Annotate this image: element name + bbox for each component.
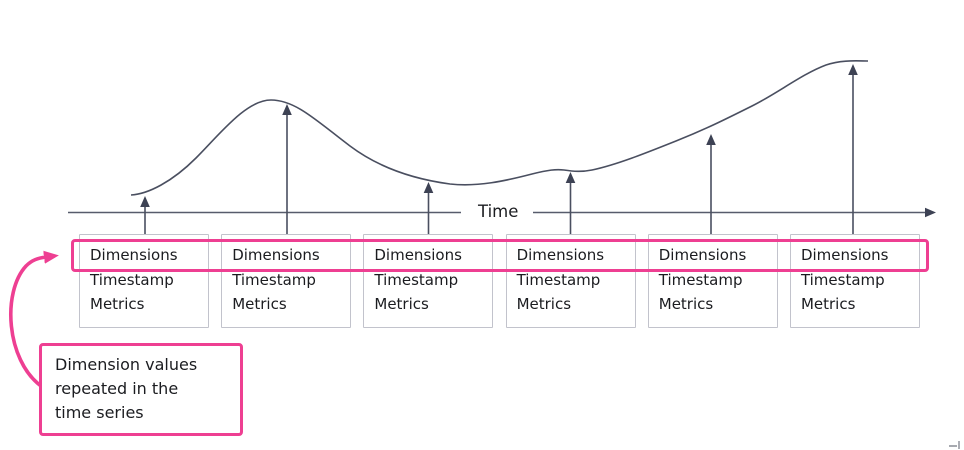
record-timestamp: Timestamp <box>658 270 743 289</box>
record-card: Dimensions Timestamp Metrics <box>647 234 778 328</box>
callout-line: repeated in the <box>55 379 179 398</box>
record-metrics: Metrics <box>516 295 572 313</box>
record-card: Dimensions Timestamp Metrics <box>505 234 636 328</box>
record-metrics: Metrics <box>232 295 287 313</box>
time-axis-label: Time <box>474 201 523 223</box>
record-timestamp: Timestamp <box>800 270 885 289</box>
time-series-curve <box>130 60 869 196</box>
record-card: Dimensions Timestamp Metrics <box>789 234 920 328</box>
record-card: Dimensions Timestamp Metrics <box>79 234 209 328</box>
record-dimensions: Dimensions <box>90 246 178 264</box>
record-dimensions: Dimensions <box>658 246 747 264</box>
record-dimensions: Dimensions <box>374 246 462 264</box>
record-card: Dimensions Timestamp Metrics <box>363 234 494 328</box>
record-timestamp: Timestamp <box>232 270 316 289</box>
record-metrics: Metrics <box>90 295 145 313</box>
record-timestamp: Timestamp <box>374 270 459 289</box>
record-dimensions: Dimensions <box>232 246 320 264</box>
record-metrics: Metrics <box>658 295 714 313</box>
callout-line: time series <box>55 403 144 422</box>
callout-box: Dimension values repeated in the time se… <box>39 343 243 436</box>
record-card: Dimensions Timestamp Metrics <box>221 234 352 328</box>
record-dimensions: Dimensions <box>800 246 889 264</box>
record-metrics: Metrics <box>374 295 429 313</box>
record-dimensions: Dimensions <box>516 246 605 264</box>
cropped-edge-artifact <box>949 441 960 449</box>
record-timestamp: Timestamp <box>516 270 601 289</box>
record-timestamp: Timestamp <box>90 270 174 289</box>
callout-line: Dimension values <box>55 355 198 374</box>
record-metrics: Metrics <box>800 295 856 313</box>
dimensions-highlight-outline <box>71 239 929 272</box>
records-row: Dimensions Timestamp Metrics Dimensions … <box>79 234 920 328</box>
